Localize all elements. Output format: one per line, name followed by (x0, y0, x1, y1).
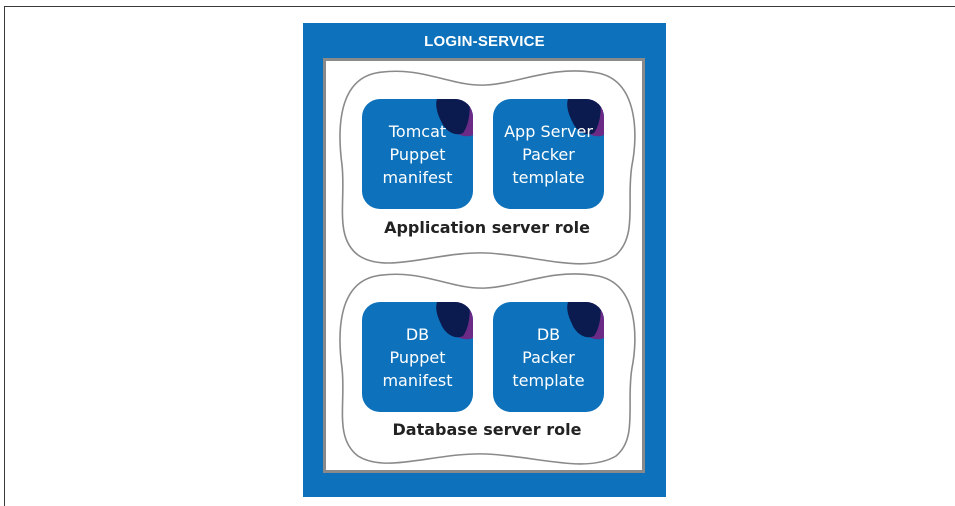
page-curl-icon (436, 99, 473, 137)
card-line: Puppet (389, 347, 446, 367)
role-cloud-outline (339, 273, 636, 465)
page-curl-icon (436, 302, 473, 340)
card-line: Puppet (389, 144, 446, 164)
card-line: Packer (522, 347, 575, 367)
role-cloud-outline (339, 70, 636, 265)
card-text: Tomcat Puppet manifest (362, 99, 473, 209)
card-line: Packer (522, 144, 575, 164)
role-label: Database server role (392, 420, 582, 439)
card-line: manifest (382, 370, 453, 390)
application-server-role: Tomcat Puppet manifest App Server Packer… (326, 65, 648, 269)
service-inner-panel: Tomcat Puppet manifest App Server Packer… (323, 58, 645, 473)
card-line: DB (536, 324, 561, 344)
card-line: template (512, 370, 585, 390)
card-text: DB Puppet manifest (362, 302, 473, 412)
card-line: Tomcat (388, 121, 447, 141)
role-label: Application server role (384, 218, 590, 237)
db-packer-template-card: DB Packer template (493, 302, 604, 412)
card-text: DB Packer template (493, 302, 604, 412)
service-title: LOGIN-SERVICE (424, 33, 545, 50)
card-line: DB (405, 324, 430, 344)
card-line: template (512, 167, 585, 187)
db-puppet-manifest-card: DB Puppet manifest (362, 302, 473, 412)
database-server-role: DB Puppet manifest DB Packer template Da… (326, 268, 648, 470)
login-service-container: LOGIN-SERVICE Tomcat Puppet manifest (303, 23, 666, 497)
card-line: manifest (382, 167, 453, 187)
figure-frame (4, 6, 955, 506)
page-curl-icon (567, 99, 604, 137)
card-line: App Server (504, 121, 593, 141)
tomcat-puppet-manifest-card: Tomcat Puppet manifest (362, 99, 473, 209)
app-server-packer-template-card: App Server Packer template (493, 99, 604, 209)
page-curl-icon (567, 302, 604, 340)
card-text: App Server Packer template (493, 99, 604, 209)
